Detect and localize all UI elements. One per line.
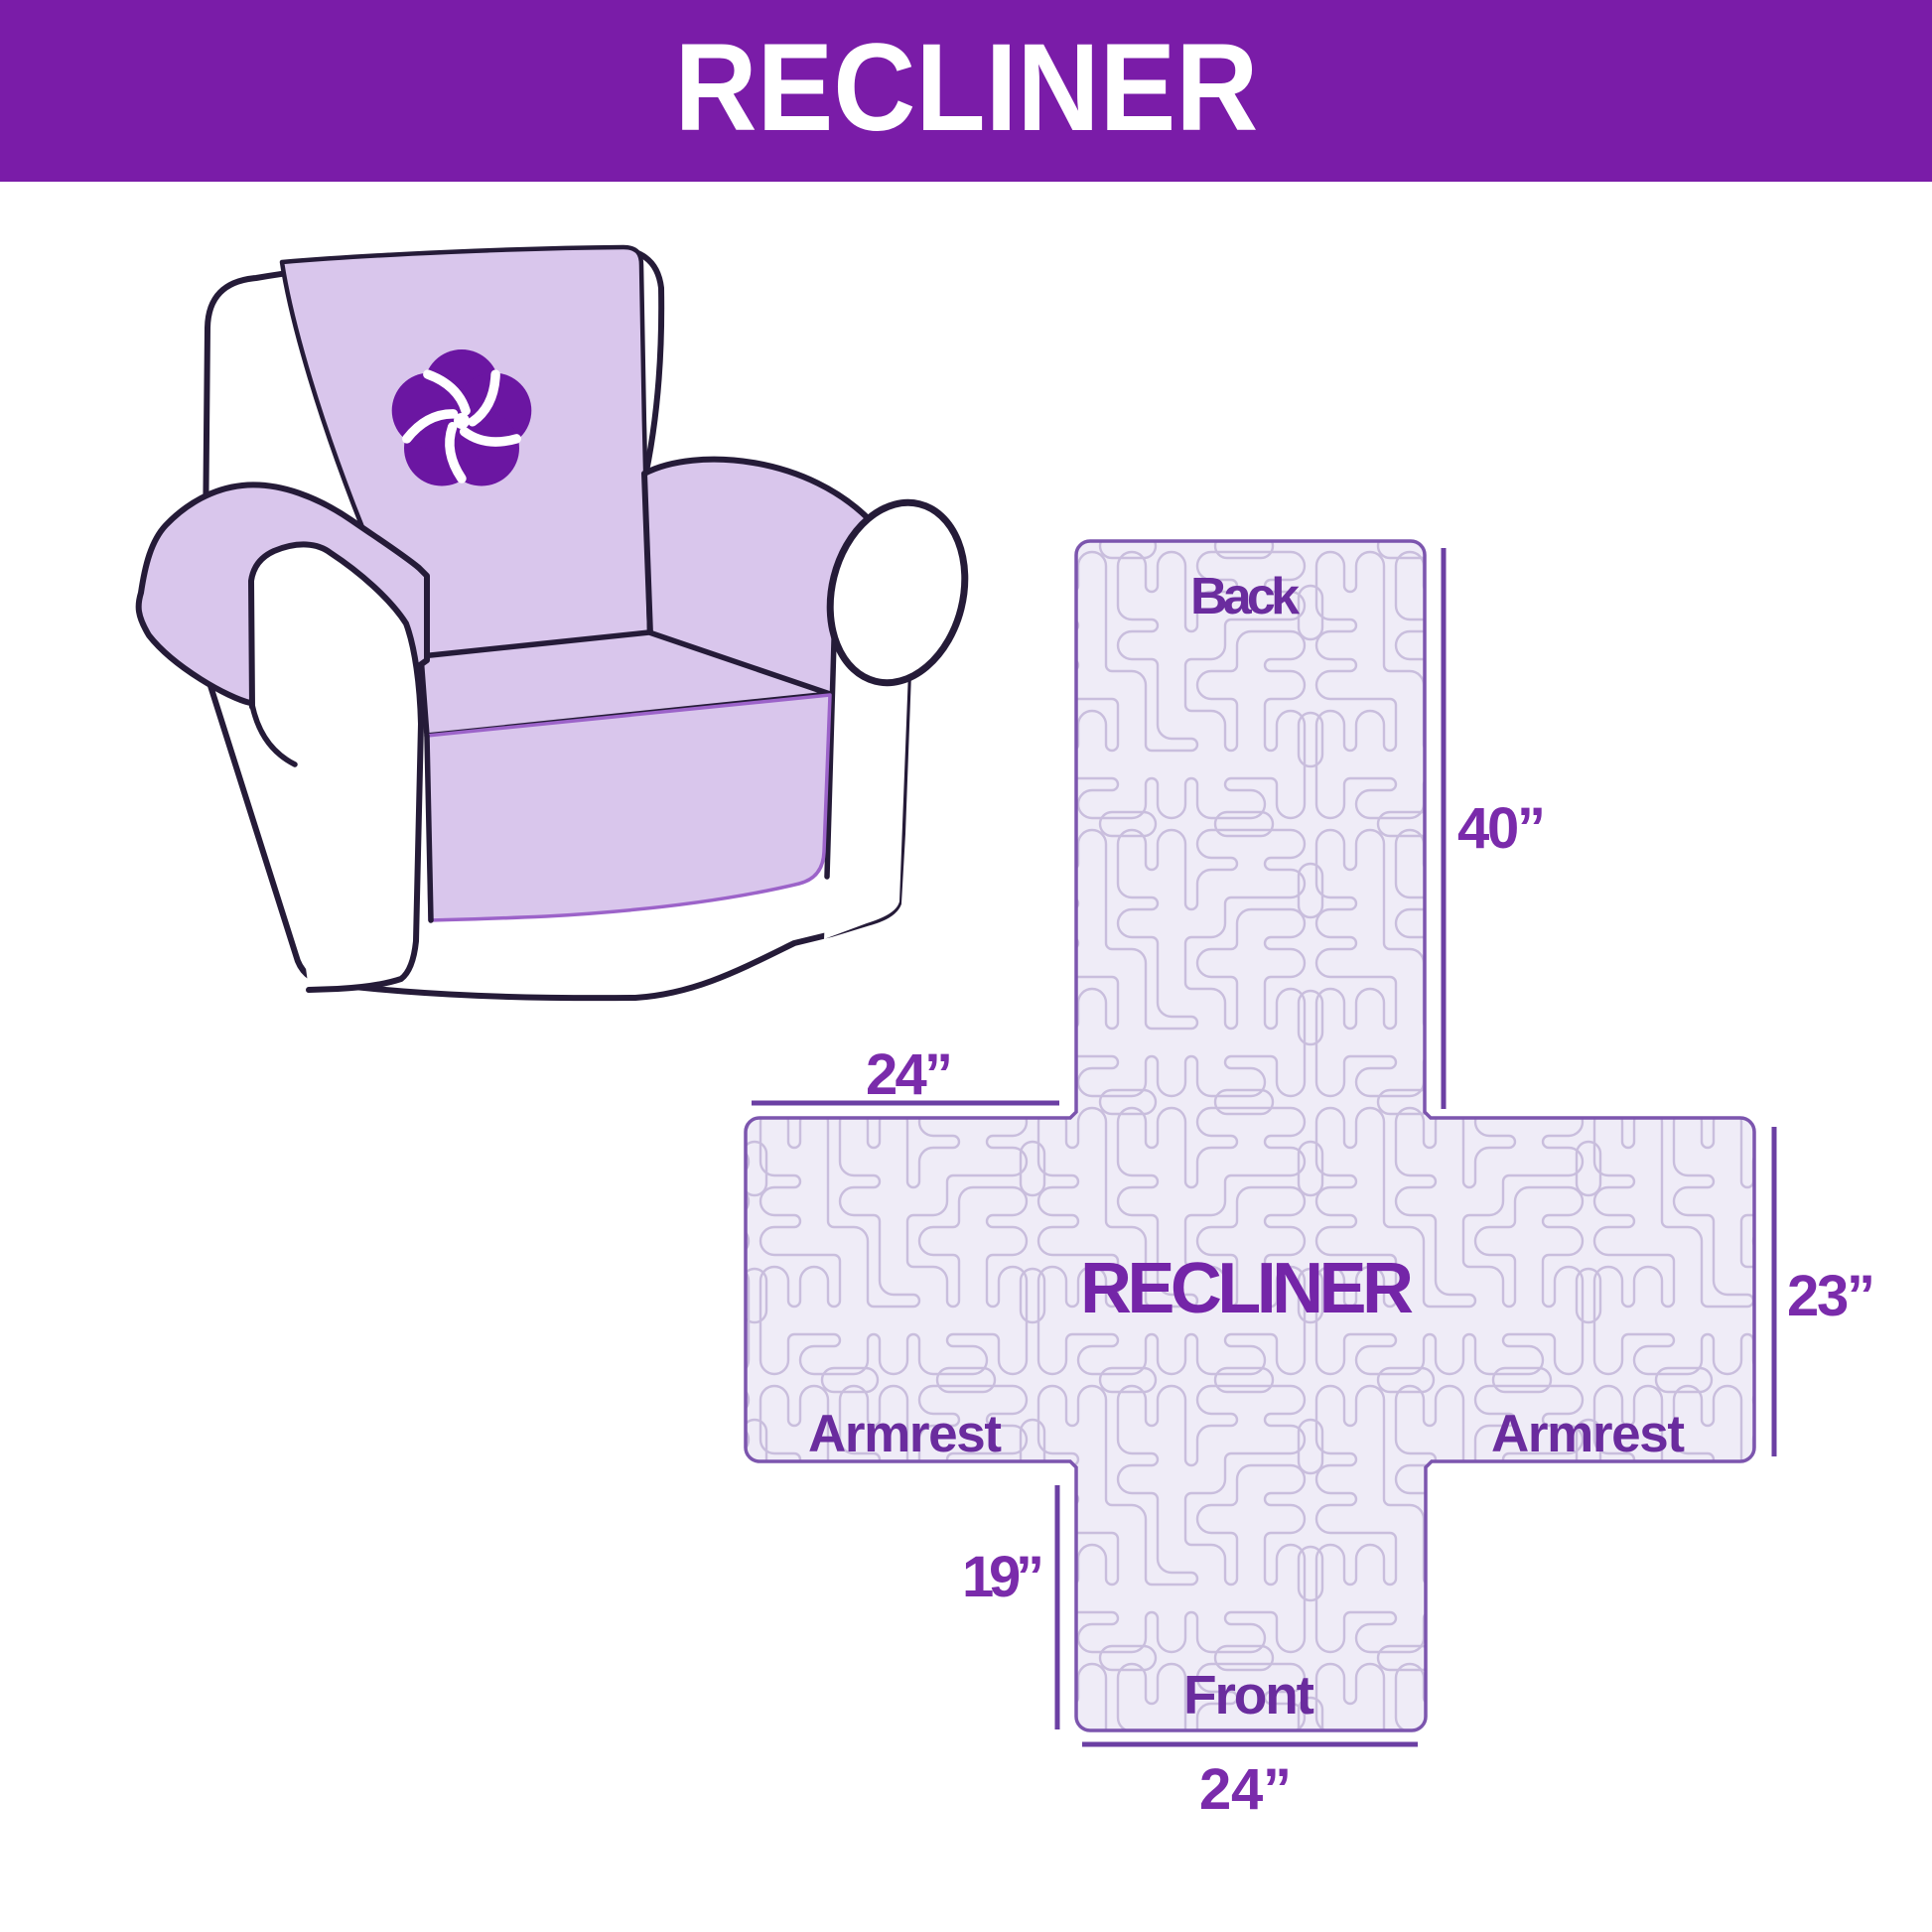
svg-text:24”: 24” [866,1042,953,1107]
svg-text:Back: Back [1190,568,1300,625]
svg-text:Armrest: Armrest [1491,1405,1685,1463]
svg-text:24”: 24” [1199,1757,1292,1822]
svg-text:Armrest: Armrest [808,1405,1002,1463]
svg-text:19”: 19” [962,1545,1044,1609]
svg-text:RECLINER: RECLINER [1080,1249,1414,1328]
svg-text:40”: 40” [1457,796,1546,861]
svg-text:Front: Front [1183,1664,1314,1725]
svg-text:23”: 23” [1787,1264,1875,1328]
